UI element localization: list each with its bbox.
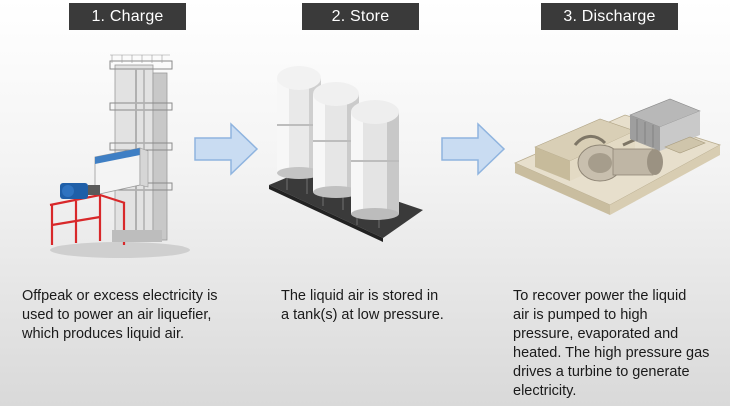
stage-title-discharge: 3. Discharge: [541, 3, 678, 30]
right-arrow-icon: [194, 122, 259, 176]
stage-title-charge: 1. Charge: [69, 3, 186, 30]
stage-description-store: The liquid air is stored in a tank(s) at…: [281, 287, 444, 325]
description-line: pressure, evaporated and: [513, 326, 679, 342]
stage-description-charge: Offpeak or excess electricity is used to…: [22, 287, 218, 344]
description-line: a tank(s) at low pressure.: [281, 307, 444, 323]
description-line: The liquid air is stored in: [281, 288, 439, 304]
description-line: air is pumped to high: [513, 307, 648, 323]
description-line: drives a turbine to generate: [513, 364, 690, 380]
description-line: electricity.: [513, 383, 577, 399]
description-line: Offpeak or excess electricity is: [22, 288, 218, 304]
description-line: To recover power the liquid: [513, 288, 687, 304]
stage-title-store: 2. Store: [302, 3, 419, 30]
stage-description-discharge: To recover power the liquid air is pumpe…: [513, 287, 709, 401]
description-line: heated. The high pressure gas: [513, 345, 710, 361]
description-line: used to power an air liquefier,: [22, 307, 212, 323]
right-arrow-icon: [441, 122, 506, 176]
storage-tanks-illustration: [269, 66, 423, 242]
power-recovery-unit-illustration: [514, 98, 722, 215]
description-line: which produces liquid air.: [22, 326, 185, 342]
air-liquefier-illustration: [49, 54, 190, 258]
